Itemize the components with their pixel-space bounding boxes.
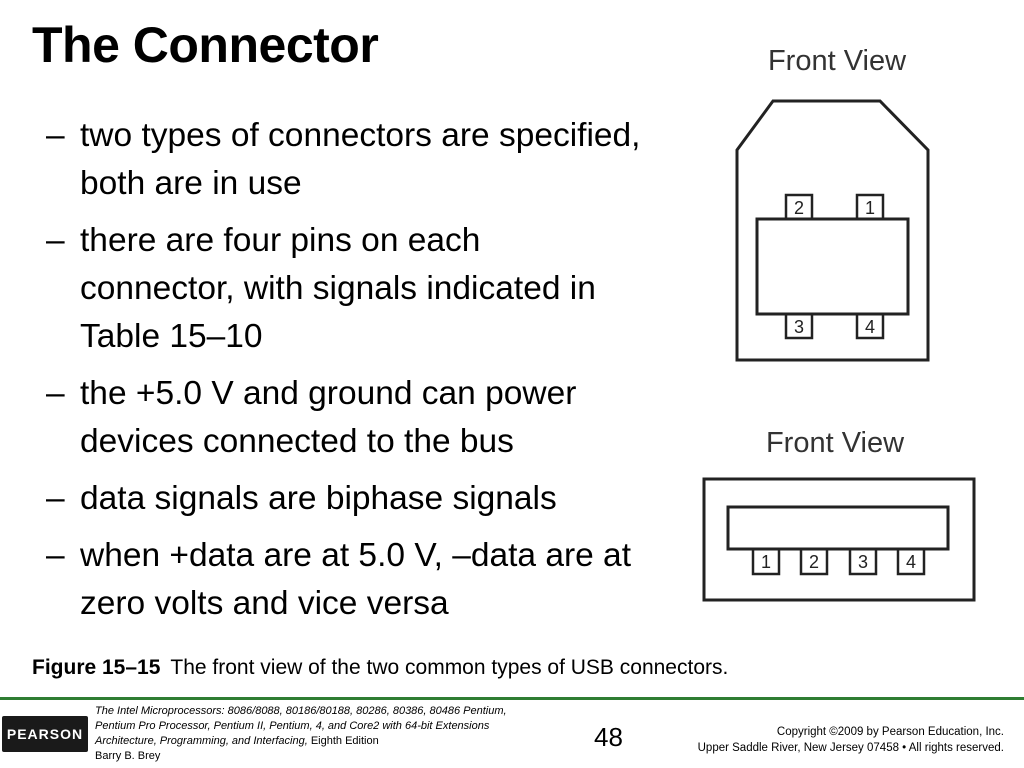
bullet-dash: – bbox=[46, 537, 65, 574]
book-subtitle-line1: 8086/8088, 80186/80188, 80286, 80386, 80… bbox=[227, 705, 507, 717]
bullet-text: data signals are biphase signals bbox=[80, 480, 557, 517]
copyright-line2: Upper Saddle River, New Jersey 07458 • A… bbox=[697, 742, 1004, 754]
pearson-logo: PEARSON bbox=[2, 716, 88, 752]
bullet-text: there are four pins on each connector, w… bbox=[80, 222, 596, 355]
pin-box bbox=[751, 547, 781, 576]
connector-b-contact-block bbox=[755, 217, 910, 316]
book-info: The Intel Microprocessors: 8086/8088, 80… bbox=[95, 704, 565, 764]
figure-caption-label: Figure 15–15 bbox=[32, 656, 161, 679]
bullet-item: – there are four pins on each connector,… bbox=[46, 217, 686, 361]
bullet-item: – when +data are at 5.0 V, –data are at … bbox=[46, 532, 686, 628]
pin-label: 1 bbox=[865, 198, 875, 218]
bullet-item: – two types of connectors are specified,… bbox=[46, 112, 686, 208]
connector-a-tongue bbox=[726, 505, 950, 551]
footer-divider bbox=[0, 697, 1024, 700]
pin-label: 4 bbox=[906, 552, 916, 572]
pin-box bbox=[855, 193, 885, 221]
connector-a-outline bbox=[702, 477, 976, 602]
usb-type-b-connector: Front View 2 1 3 4 bbox=[735, 45, 930, 362]
bullet-text: the +5.0 V and ground can power devices … bbox=[80, 375, 577, 460]
pin-box bbox=[784, 312, 814, 340]
usb-type-a-connector: Front View 1 2 3 4 bbox=[702, 427, 976, 602]
bullet-item: – the +5.0 V and ground can power device… bbox=[46, 370, 686, 466]
pin-box bbox=[855, 312, 885, 340]
slide-title: The Connector bbox=[32, 17, 379, 73]
bullet-text: when +data are at 5.0 V, –data are at ze… bbox=[80, 537, 631, 622]
pin-label: 1 bbox=[761, 552, 771, 572]
pin-label: 3 bbox=[858, 552, 868, 572]
figure-caption-text: The front view of the two common types o… bbox=[170, 656, 729, 679]
book-subtitle-line3: Architecture, Programming, and Interfaci… bbox=[95, 735, 308, 747]
page-number: 48 bbox=[594, 722, 623, 752]
copyright-notice: Copyright ©2009 by Pearson Education, In… bbox=[698, 724, 1004, 756]
front-view-label-b: Front View bbox=[768, 45, 907, 77]
pin-label: 4 bbox=[865, 317, 875, 337]
bullet-dash: – bbox=[46, 117, 65, 154]
pin-box bbox=[848, 547, 878, 576]
front-view-label-a: Front View bbox=[766, 427, 905, 459]
pin-box bbox=[784, 193, 814, 221]
book-author: Barry B. Brey bbox=[95, 750, 161, 762]
bullet-list: – two types of connectors are specified,… bbox=[46, 112, 686, 637]
bullet-dash: – bbox=[46, 375, 65, 412]
copyright-line1: Copyright ©2009 by Pearson Education, In… bbox=[776, 726, 1004, 738]
figure-caption: Figure 15–15 The front view of the two co… bbox=[32, 656, 728, 680]
book-subtitle-line2: Pentium Pro Processor, Pentium II, Penti… bbox=[95, 720, 490, 732]
pin-label: 2 bbox=[809, 552, 819, 572]
connector-b-outline bbox=[735, 99, 930, 362]
bullet-dash: – bbox=[46, 480, 65, 517]
pin-box bbox=[799, 547, 829, 576]
book-title: The Intel Microprocessors: bbox=[95, 705, 225, 717]
pin-label: 2 bbox=[794, 198, 804, 218]
bullet-dash: – bbox=[46, 222, 65, 259]
pin-box bbox=[896, 547, 926, 576]
bullet-item: – data signals are biphase signals bbox=[46, 475, 686, 523]
usb-connector-figure: Front View 2 1 3 4 Front View 1 2 3 4 bbox=[702, 45, 976, 602]
pin-label: 3 bbox=[794, 317, 804, 337]
book-edition: Eighth Edition bbox=[310, 735, 379, 747]
bullet-text: two types of connectors are specified, b… bbox=[80, 117, 641, 202]
